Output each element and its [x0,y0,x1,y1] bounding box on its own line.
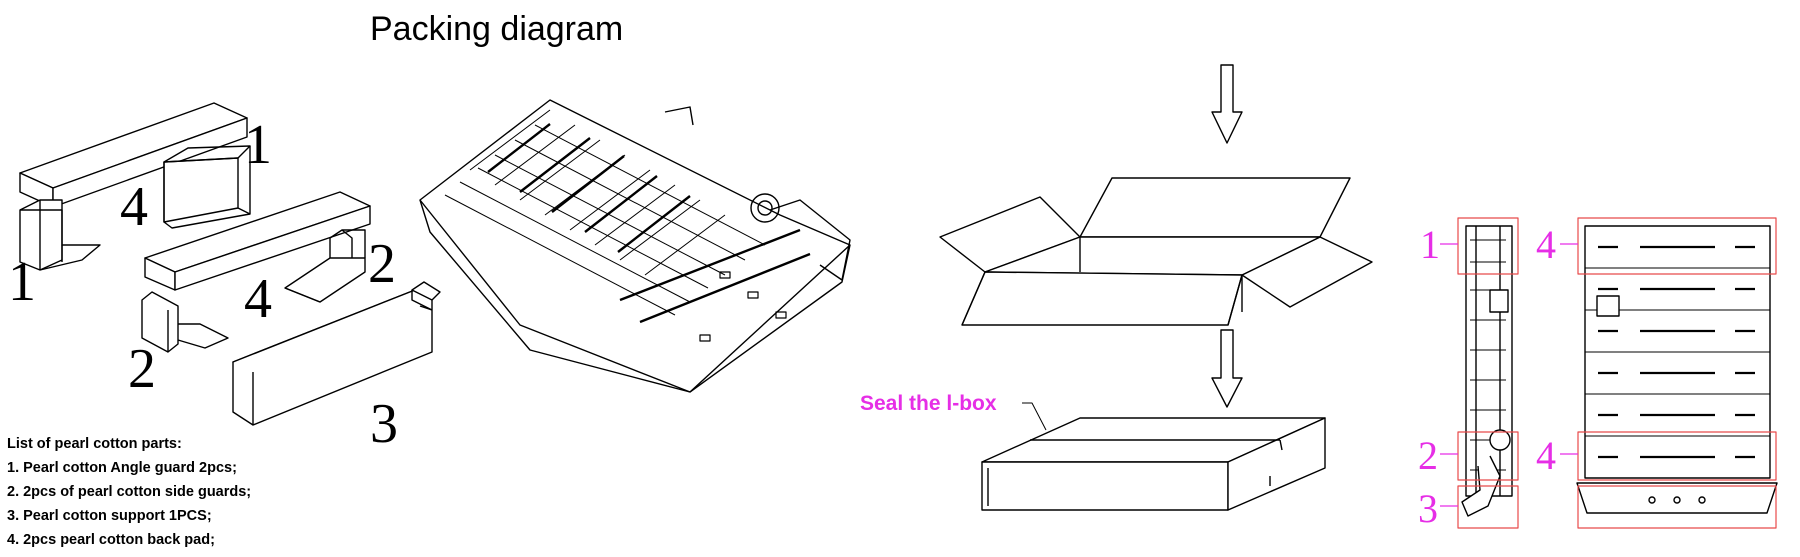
highlight-box-2 [1457,431,1519,481]
callout-number: 2 [1418,433,1438,478]
callout-number: 4 [1536,433,1556,478]
callout-number: 4 [120,176,148,238]
sealed-box [981,417,1326,511]
foam-side-guard-right [284,229,366,303]
seal-leader-line [1022,402,1047,431]
fixture-front-view [1576,225,1778,514]
callout-number: 4 [1536,222,1556,267]
foam-support [232,281,441,426]
parts-list: List of pearl cotton parts: 1. Pearl cot… [7,432,251,552]
seal-label: Seal the l-box [860,392,997,415]
arrow-down-middle [1211,329,1243,408]
callout-number: 4 [244,268,272,330]
highlight-box-3 [1457,485,1519,529]
highlight-box-4b [1577,431,1777,481]
fixture-side-view [1461,225,1513,517]
foam-angle-guard-left [19,199,101,271]
callout-number: 2 [368,233,396,295]
parts-list-item: 4. 2pcs pearl cotton back pad; [7,532,215,548]
callout-number: 1 [1420,222,1440,267]
highlight-box-1 [1457,217,1519,275]
arrow-down-top [1211,64,1243,144]
parts-list-heading: List of pearl cotton parts: [7,436,182,452]
callout-number: 1 [244,114,272,176]
foam-side-guard-left [141,291,229,353]
foam-back-pad-top [19,102,248,208]
parts-list-item: 3. Pearl cotton support 1PCS; [7,508,212,524]
callout-number: 2 [128,338,156,400]
floodlight-fixture [419,99,851,393]
page-title: Packing diagram [370,10,624,48]
parts-list-item: 1. Pearl cotton Angle guard 2pcs; [7,460,237,476]
parts-list-item: 2. 2pcs of pearl cotton side guards; [7,484,252,500]
highlight-box-base [1577,485,1777,529]
foam-angle-guard-top [163,145,251,229]
foam-back-pad-middle [144,191,371,291]
open-carton [939,177,1373,326]
highlight-box-4a [1577,217,1777,275]
callout-number: 3 [370,393,398,455]
callout-number: 1 [8,251,36,313]
callout-number: 3 [1418,486,1438,531]
